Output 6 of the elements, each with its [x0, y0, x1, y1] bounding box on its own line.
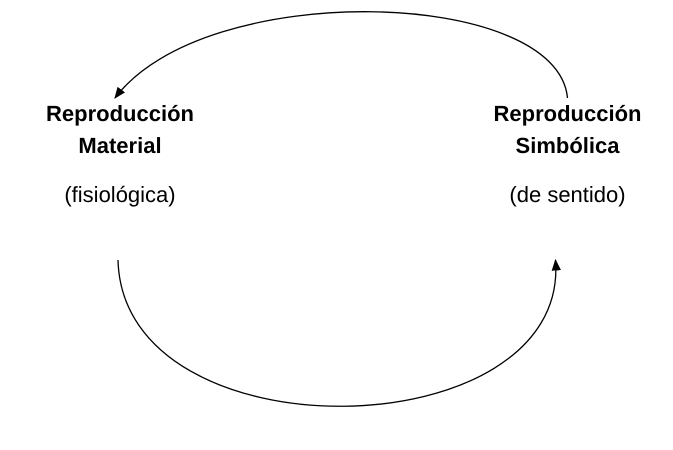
node-subtitle: (fisiológica) — [64, 181, 176, 209]
node-heading: Reproducción Simbólica — [492, 100, 642, 160]
curved-arrow — [114, 11, 568, 99]
curved-arrow — [117, 258, 559, 407]
node-subtitle: (de sentido) — [509, 181, 626, 209]
node-heading: Reproducción Material — [45, 100, 195, 160]
